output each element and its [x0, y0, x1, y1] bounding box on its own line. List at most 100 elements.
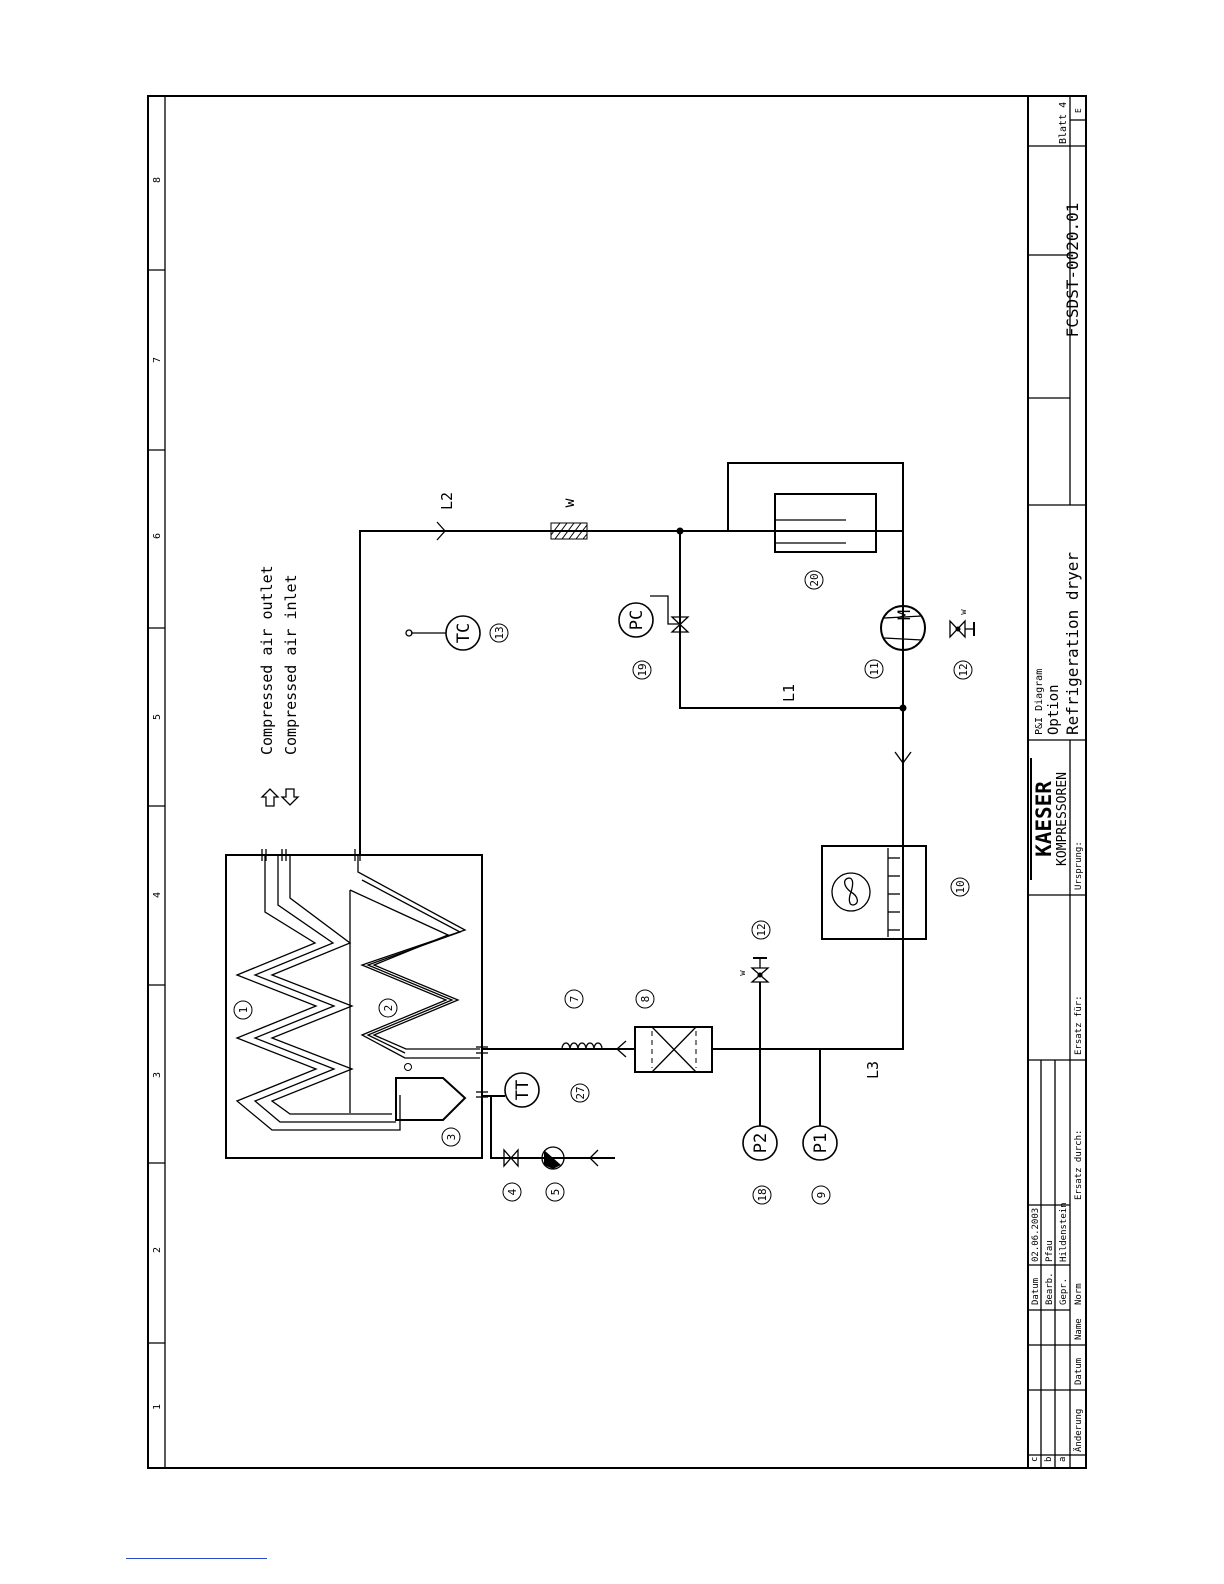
heat-exchanger: [225, 849, 488, 1159]
balloon-27: 27: [570, 1083, 590, 1103]
logo-kaeser: KAESER: [1032, 781, 1056, 857]
component-balloons: 1 2 3 4 5 7 8 9 10 11 12 12 13 18 19 20 …: [233, 570, 973, 1205]
hot-gas-bypass-valve: [650, 595, 690, 633]
balloon-9: 9: [811, 1185, 831, 1205]
pressure-orifice: [550, 522, 588, 540]
svg-text:27: 27: [574, 1086, 587, 1099]
kaeser-logo: KAESER KOMPRESSOREN: [1030, 758, 1070, 880]
ersatz-durch-label: Ersatz durch:: [1074, 1130, 1084, 1200]
svg-text:20: 20: [808, 573, 821, 586]
zone-number: 6: [152, 533, 163, 539]
row-value-datum: 02.06.2003: [1031, 1208, 1041, 1262]
instrument-p1-tag: P1: [811, 1133, 831, 1153]
svg-text:5: 5: [549, 1189, 562, 1196]
title-line-2: Option: [1046, 684, 1062, 735]
balloon-2: 2: [378, 998, 398, 1018]
condenser: [821, 845, 927, 940]
instrument-tt: TT: [504, 1072, 540, 1108]
outer-border: [147, 95, 1087, 1469]
refrigerant-receiver: [774, 493, 877, 553]
revision-b: b: [1044, 1457, 1054, 1462]
balloon-4: 4: [502, 1182, 522, 1202]
logo-kompressoren: KOMPRESSOREN: [1055, 772, 1070, 866]
balloon-13: 13: [489, 623, 509, 643]
svg-text:12: 12: [755, 923, 768, 936]
drawing-frame: 1 2 3 4 5 6 7 8: [147, 95, 1087, 1469]
fan-icon: [831, 872, 871, 912]
balloon-7: 7: [564, 989, 584, 1009]
flow-arrow-icon: [616, 1040, 627, 1058]
valve-spring-label: w: [959, 609, 969, 615]
revision-a: a: [1058, 1457, 1068, 1462]
line-label-l1: L1: [780, 684, 798, 702]
svg-text:11: 11: [868, 662, 881, 675]
service-valve-left: [750, 957, 770, 983]
valve-spring-label: w: [738, 970, 748, 976]
line-label-l2: L2: [438, 492, 456, 510]
instrument-tc-tag: TC: [454, 623, 474, 643]
footer-link-underline[interactable]: [126, 1558, 267, 1559]
svg-text:4: 4: [506, 1188, 519, 1195]
capillary-tube: [561, 1042, 603, 1050]
row-label-norm: Norm: [1074, 1283, 1084, 1305]
sheet-revision: E: [1074, 108, 1083, 113]
balloon-3: 3: [441, 1127, 461, 1147]
balloon-19: 19: [632, 660, 652, 680]
drain-valve: [497, 1148, 519, 1168]
col-header-name: Name: [1074, 1318, 1084, 1340]
service-valve-right: [949, 619, 975, 639]
instrument-p2-tag: P2: [751, 1133, 771, 1153]
heat-exchanger-housing: [225, 854, 483, 1159]
arrow-down-icon: [280, 788, 300, 806]
legend-outlet-label: Compressed air outlet: [258, 565, 276, 755]
orifice-label: w: [560, 498, 578, 508]
row-label-bearb: Bearb.: [1045, 1272, 1055, 1305]
condensate-separator: [395, 1077, 467, 1121]
balloon-5: 5: [545, 1182, 565, 1202]
flow-arrow-icon: [894, 751, 912, 765]
zone-ticks: [148, 269, 165, 1344]
pipe-flanges: [261, 849, 488, 1098]
balloon-8: 8: [635, 989, 655, 1009]
zone-number: 5: [152, 714, 163, 720]
sheet-number: Blatt 4: [1058, 102, 1069, 144]
row-value-gepr: Hildenstein: [1059, 1202, 1069, 1262]
zone-number: 1: [152, 1404, 163, 1410]
balloon-10: 10: [950, 877, 970, 897]
zone-number: 2: [152, 1247, 163, 1253]
flow-legend: Compressed air outlet Compressed air inl…: [258, 565, 300, 807]
drawing-number: FCSDST-0020.01: [1063, 203, 1082, 338]
title-line-3: Refrigeration dryer: [1063, 552, 1082, 735]
balloon-12-right: 12: [953, 660, 973, 680]
balloon-18: 18: [752, 1185, 772, 1205]
svg-text:2: 2: [382, 1005, 395, 1012]
ursprung-label: Ursprung:: [1074, 841, 1084, 890]
zone-number: 3: [152, 1072, 163, 1078]
instrument-tt-tag: TT: [513, 1080, 533, 1100]
arrow-up-icon: [260, 788, 280, 807]
row-label-gepr: Gepr.: [1059, 1278, 1069, 1305]
svg-text:19: 19: [636, 663, 649, 676]
legend-inlet-label: Compressed air inlet: [282, 574, 300, 755]
instrument-pc-tag: PC: [627, 610, 647, 630]
svg-text:18: 18: [756, 1188, 769, 1201]
svg-text:1: 1: [237, 1007, 250, 1014]
balloon-20: 20: [804, 570, 824, 590]
col-header-change: Änderung: [1073, 1409, 1084, 1452]
instrument-p1: P1: [802, 1125, 838, 1161]
svg-text:8: 8: [639, 996, 652, 1003]
zone-number: 8: [152, 177, 163, 183]
instrument-pc: PC: [618, 602, 654, 638]
balloon-1: 1: [233, 1000, 253, 1020]
filter-dryer: [634, 1026, 713, 1073]
flow-arrow-icon: [436, 521, 446, 541]
svg-text:3: 3: [445, 1134, 458, 1141]
svg-text:9: 9: [815, 1192, 828, 1199]
line-label-l3: L3: [864, 1061, 882, 1079]
revision-c: c: [1030, 1457, 1040, 1462]
drain-muffler: [541, 1146, 599, 1170]
svg-text:7: 7: [568, 996, 581, 1003]
zone-number: 7: [152, 357, 163, 363]
compressor-motor-tag: M: [895, 610, 915, 620]
